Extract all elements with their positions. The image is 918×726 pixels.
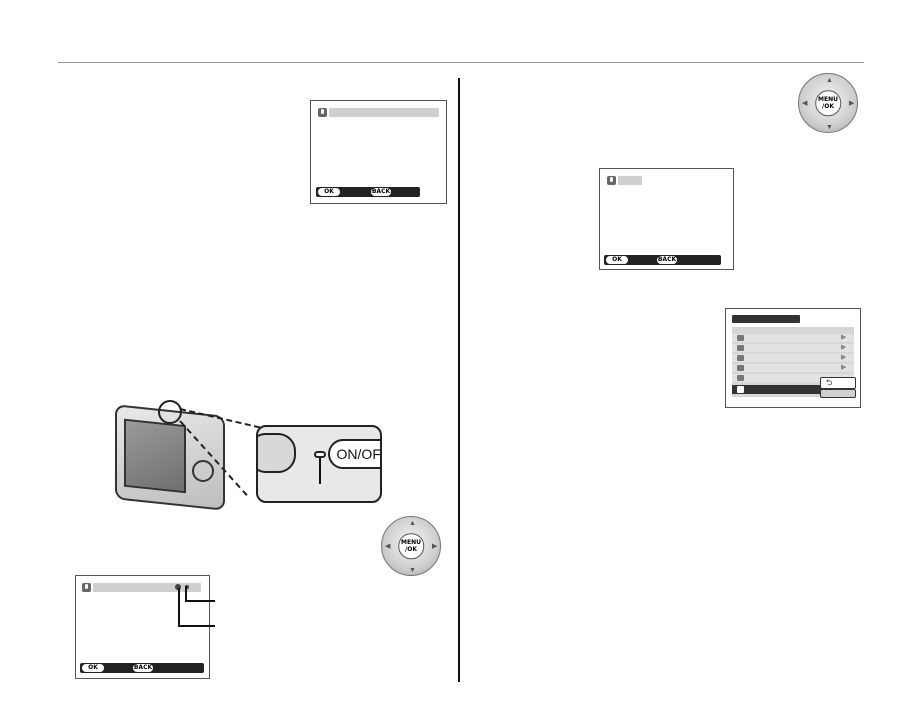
lcd-screen-recording: OK BACK bbox=[75, 575, 210, 679]
ok-label: /OK bbox=[822, 102, 834, 110]
camera-illustration: ON/OFF bbox=[110, 400, 390, 515]
lcd-screen-voice-caption: OK BACK bbox=[310, 100, 447, 204]
triangle-right-icon: ▶ bbox=[841, 344, 847, 351]
back-option-box[interactable]: ⮌ bbox=[820, 377, 856, 389]
on-off-button: ON/OFF bbox=[328, 439, 380, 469]
menu-item-icon bbox=[737, 355, 744, 361]
ok-pill: OK bbox=[82, 664, 104, 672]
column-divider bbox=[458, 78, 460, 682]
menu-ok-control-pad[interactable]: ▲ ▼ ◀ ▶ MENU /OK bbox=[798, 73, 858, 133]
lcd-title-bar bbox=[618, 176, 642, 185]
leader-line-recording-h bbox=[185, 600, 215, 602]
menu-bottom-bar bbox=[732, 385, 854, 394]
triangle-right-icon: ▶ bbox=[841, 364, 847, 371]
arrow-left-icon: ◀ bbox=[802, 100, 808, 107]
arrow-left-icon: ◀ bbox=[385, 543, 391, 550]
lcd-footer: OK BACK bbox=[80, 663, 204, 673]
menu-label: MENU bbox=[818, 95, 838, 103]
arrow-down-icon: ▼ bbox=[826, 124, 833, 131]
leader-line-time bbox=[178, 588, 180, 626]
leader-line-time-h bbox=[178, 625, 215, 627]
exit-icon bbox=[737, 386, 744, 393]
microphone-icon bbox=[318, 108, 327, 117]
ok-pill: OK bbox=[318, 188, 340, 196]
lcd-title-bar bbox=[329, 108, 439, 117]
menu-item-icon bbox=[737, 365, 744, 371]
ok-label: /OK bbox=[405, 545, 417, 553]
power-lamp bbox=[314, 451, 326, 458]
menu-item-icon bbox=[737, 345, 744, 351]
arrow-up-icon: ▲ bbox=[826, 77, 833, 84]
back-pill: BACK bbox=[133, 664, 153, 672]
arrow-down-icon: ▼ bbox=[409, 567, 416, 574]
back-pill: BACK bbox=[371, 188, 391, 196]
zoom-highlight-circle bbox=[158, 400, 182, 424]
menu-label: MENU bbox=[401, 538, 421, 546]
triangle-right-icon: ▶ bbox=[841, 334, 847, 341]
triangle-right-icon: ▶ bbox=[841, 354, 847, 361]
menu-item-icon bbox=[737, 335, 744, 341]
menu-ok-button[interactable]: MENU /OK bbox=[398, 533, 424, 559]
back-arrow-icon: ⮌ bbox=[826, 378, 833, 387]
camera-lcd bbox=[124, 418, 186, 494]
lamp-leader-line bbox=[319, 458, 321, 484]
power-button-callout: ON/OFF bbox=[256, 425, 382, 503]
arrow-up-icon: ▲ bbox=[409, 520, 416, 527]
camera-top-plate bbox=[258, 433, 296, 473]
menu-row[interactable] bbox=[732, 344, 854, 352]
camera-dial bbox=[192, 460, 214, 482]
lcd-footer: OK BACK bbox=[604, 255, 721, 265]
lcd-screen-voice-playback: OK BACK bbox=[599, 168, 734, 270]
menu-item-icon bbox=[737, 375, 744, 381]
arrow-right-icon: ▶ bbox=[432, 543, 438, 550]
microphone-icon bbox=[82, 583, 91, 592]
leader-line-recording bbox=[185, 586, 187, 601]
lcd-menu-screen: ▶ ▶ ▶ ▶ ⮌ bbox=[725, 308, 861, 408]
menu-row[interactable] bbox=[732, 374, 854, 382]
lcd-footer: OK BACK bbox=[316, 187, 420, 197]
microphone-icon bbox=[607, 176, 616, 185]
recording-indicator bbox=[175, 584, 181, 590]
ok-pill: OK bbox=[606, 256, 628, 264]
top-rule bbox=[58, 62, 864, 63]
arrow-right-icon: ▶ bbox=[849, 100, 855, 107]
lcd-progress-bar bbox=[93, 583, 201, 592]
menu-ok-control-pad[interactable]: ▲ ▼ ◀ ▶ MENU /OK bbox=[381, 516, 441, 576]
menu-row[interactable] bbox=[732, 334, 854, 342]
time-indicator bbox=[185, 585, 189, 589]
menu-ok-button[interactable]: MENU /OK bbox=[815, 90, 841, 116]
menu-title-bar bbox=[732, 315, 800, 323]
option-box[interactable] bbox=[820, 389, 856, 398]
back-pill: BACK bbox=[657, 256, 677, 264]
menu-row[interactable] bbox=[732, 364, 854, 372]
menu-row[interactable] bbox=[732, 354, 854, 362]
